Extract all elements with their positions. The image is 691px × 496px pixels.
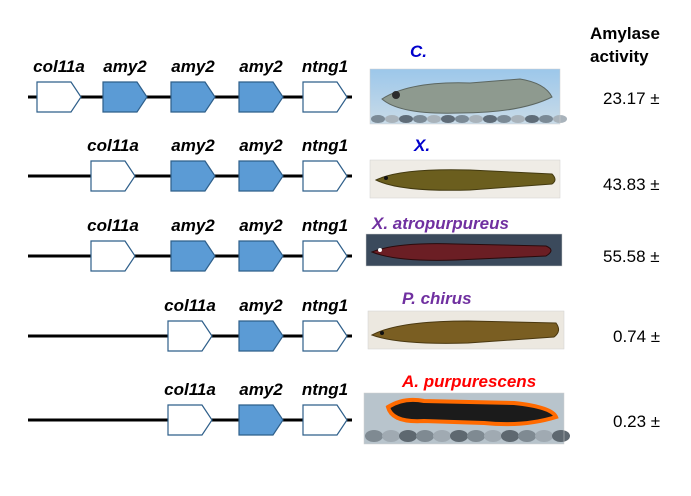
rows: col11a amy2 amy2 amy2 ntng1 C. 23.17 ± col11a am… bbox=[28, 42, 660, 445]
gene-arrow-amy2 bbox=[170, 160, 216, 192]
gene-label: amy2 bbox=[171, 136, 215, 155]
gene-arrow-col11a bbox=[90, 240, 136, 272]
gene-row: col11a amy2 amy2 ntng1 X. atropurpureus 55.58… bbox=[28, 214, 660, 272]
gene-label: col11a bbox=[33, 57, 85, 76]
gene-label: amy2 bbox=[103, 57, 147, 76]
gene-row: col11a amy2 amy2 ntng1 X. 43.83 ± bbox=[28, 136, 660, 199]
gene-arrow-amy2 bbox=[238, 160, 284, 192]
gene-label: amy2 bbox=[171, 216, 215, 235]
fish-photo bbox=[365, 233, 563, 267]
gene-row: col11a amy2 ntng1 A. purpurescens 0.23 ± bbox=[28, 372, 660, 445]
gene-arrow-amy2 bbox=[170, 81, 216, 113]
gene-arrow-ntng1 bbox=[302, 240, 348, 272]
gene-arrow-col11a bbox=[90, 160, 136, 192]
species-name: X. bbox=[413, 136, 430, 155]
amylase-activity-value: 55.58 ± bbox=[603, 247, 660, 266]
gene-arrow-col11a bbox=[167, 320, 213, 352]
gene-arrow-amy2 bbox=[238, 81, 284, 113]
gene-label: col11a bbox=[164, 296, 216, 315]
gene-label: col11a bbox=[164, 380, 216, 399]
gene-arrow-ntng1 bbox=[302, 404, 348, 436]
amylase-activity-value: 23.17 ± bbox=[603, 89, 660, 108]
gene-arrow-col11a bbox=[36, 81, 82, 113]
gene-arrow-amy2 bbox=[238, 240, 284, 272]
gene-label: amy2 bbox=[239, 380, 283, 399]
gene-label: ntng1 bbox=[302, 57, 348, 76]
gene-label: ntng1 bbox=[302, 136, 348, 155]
gene-arrow-amy2 bbox=[238, 404, 284, 436]
gene-arrow-amy2 bbox=[238, 320, 284, 352]
gene-label: ntng1 bbox=[302, 216, 348, 235]
fish-photo bbox=[369, 159, 561, 199]
gene-row: col11a amy2 amy2 amy2 ntng1 C. 23.17 ± bbox=[28, 42, 660, 125]
species-name: A. purpurescens bbox=[401, 372, 536, 391]
gene-arrow-amy2 bbox=[102, 81, 148, 113]
fish-photo bbox=[369, 68, 567, 125]
gene-label: amy2 bbox=[239, 216, 283, 235]
gene-label: col11a bbox=[87, 136, 139, 155]
species-name: X. atropurpureus bbox=[371, 214, 509, 233]
gene-arrow-ntng1 bbox=[302, 81, 348, 113]
amylase-activity-value: 43.83 ± bbox=[603, 175, 660, 194]
species-name: P. chirus bbox=[402, 289, 472, 308]
fish-photo bbox=[363, 392, 570, 445]
gene-arrow-col11a bbox=[167, 404, 213, 436]
gene-label: ntng1 bbox=[302, 296, 348, 315]
gene-label: ntng1 bbox=[302, 380, 348, 399]
fish-photo bbox=[367, 310, 565, 350]
gene-arrow-ntng1 bbox=[302, 160, 348, 192]
gene-arrow-amy2 bbox=[170, 240, 216, 272]
species-name: C. bbox=[410, 42, 427, 61]
gene-row: col11a amy2 ntng1 P. chirus 0.74 ± bbox=[28, 289, 660, 352]
amylase-header-line2: activity bbox=[590, 47, 649, 66]
amylase-activity-value: 0.23 ± bbox=[613, 412, 660, 431]
gene-label: col11a bbox=[87, 216, 139, 235]
gene-label: amy2 bbox=[171, 57, 215, 76]
gene-label: amy2 bbox=[239, 296, 283, 315]
amylase-header-line1: Amylase bbox=[590, 24, 660, 43]
gene-label: amy2 bbox=[239, 57, 283, 76]
gene-label: amy2 bbox=[239, 136, 283, 155]
gene-arrow-ntng1 bbox=[302, 320, 348, 352]
amylase-activity-value: 0.74 ± bbox=[613, 327, 660, 346]
